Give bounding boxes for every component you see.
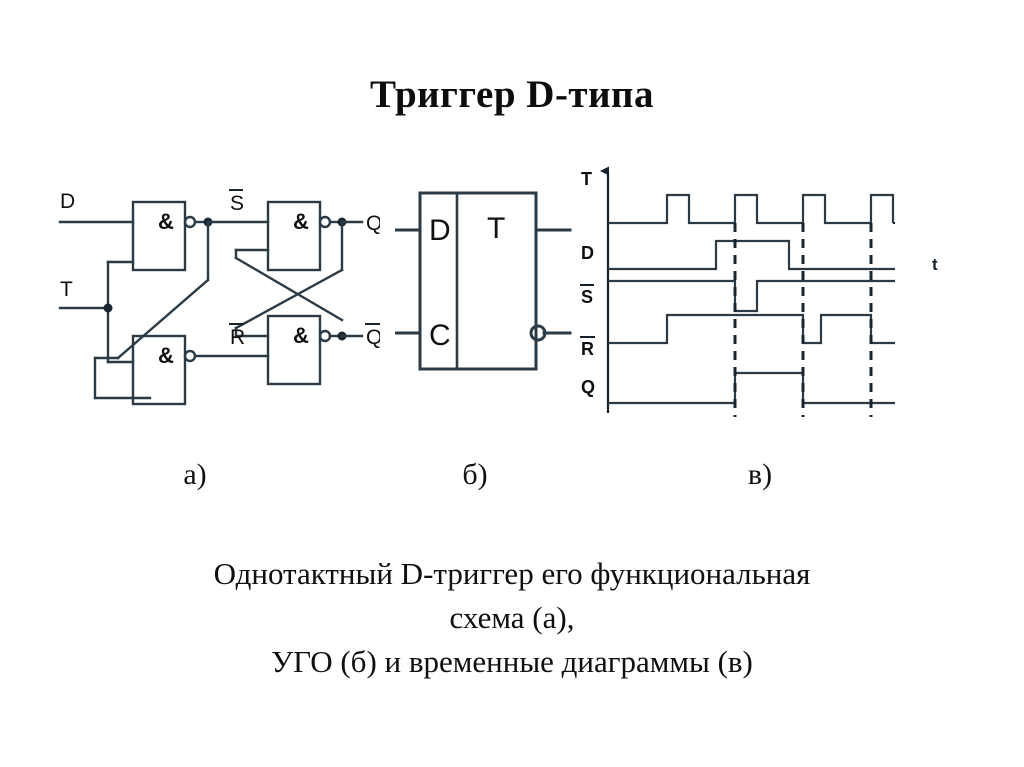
output-label-q: Q xyxy=(366,212,380,235)
net-label-rbar-text: R xyxy=(230,326,245,349)
subfigure-label-b: б) xyxy=(462,458,488,491)
gate-g2-symbol: & xyxy=(158,343,174,368)
waveform-D xyxy=(608,239,895,271)
ugo-label-d: D xyxy=(429,214,451,247)
timing-label-D: D xyxy=(581,243,594,263)
timing-label-Rbar: R xyxy=(580,336,595,359)
time-axis-label-sbar: t xyxy=(932,255,938,274)
net-label-rbar: R xyxy=(229,323,245,349)
caption-line-3: УГО (б) и временные диаграммы (в) xyxy=(271,644,753,679)
timing-diagram-figure: T D S R Q t t t t t xyxy=(575,155,895,425)
gate-g1-symbol: & xyxy=(158,209,174,234)
gate-g3-body xyxy=(266,200,322,272)
ugo-body xyxy=(418,191,538,371)
junction-t-node xyxy=(103,303,113,313)
waveform-Q xyxy=(608,371,895,405)
net-label-sbar: S xyxy=(229,189,244,215)
net-label-sbar-text: S xyxy=(230,192,244,215)
timing-label-Rbar-text: R xyxy=(581,339,594,359)
wire-q-feedback-cross xyxy=(234,268,344,330)
ugo-inversion-bubble xyxy=(529,324,547,342)
output-label-nq: Q xyxy=(365,323,380,349)
gate-g4-symbol: & xyxy=(293,323,309,348)
gate-g4-inversion-bubble xyxy=(318,329,332,343)
subfigure-label-v: в) xyxy=(747,458,773,491)
waveform-T xyxy=(608,193,895,225)
ugo-svg: D T C xyxy=(395,191,572,371)
subfigure-label-a: а) xyxy=(183,458,207,491)
ugo-label-t: T xyxy=(487,212,505,245)
input-label-t: T xyxy=(60,278,73,301)
wire-nq-feedback-cross xyxy=(234,256,344,322)
gate-g4-body xyxy=(266,314,322,386)
gate-g2-inversion-bubble xyxy=(183,349,197,363)
ugo-label-c: C xyxy=(429,319,451,352)
waveform-Sbar xyxy=(608,279,895,313)
gate-g3-symbol: & xyxy=(293,209,309,234)
timing-diagram-svg: T D S R Q t t t t t xyxy=(580,166,895,417)
output-label-nq-text: Q xyxy=(366,326,380,349)
gate-g1-inversion-bubble xyxy=(183,215,197,229)
timing-label-T: T xyxy=(581,169,592,189)
timing-label-Sbar-text: S xyxy=(581,287,593,307)
timing-marker-lines xyxy=(733,223,873,417)
caption-line-1: Однотактный D-триггер его функциональная xyxy=(213,556,811,591)
ugo-figure: D T C xyxy=(395,175,575,405)
caption-line-2: схема (а), xyxy=(449,600,575,635)
waveform-Rbar xyxy=(608,313,895,345)
functional-schematic-figure: & & & & D T S R Q Q xyxy=(40,170,380,430)
gate-g2-body xyxy=(131,334,187,406)
gate-g3-inversion-bubble xyxy=(318,215,332,229)
functional-schematic-svg: & & & & D T S R Q Q xyxy=(58,189,380,406)
page-title: Триггер D-типа xyxy=(369,73,655,116)
gate-g1-body xyxy=(131,200,187,272)
figure-caption: Однотактный D-триггер его функциональная… xyxy=(62,552,962,684)
input-label-d: D xyxy=(60,190,75,213)
timing-label-Sbar: S xyxy=(580,284,594,307)
timing-label-Q: Q xyxy=(581,377,595,397)
